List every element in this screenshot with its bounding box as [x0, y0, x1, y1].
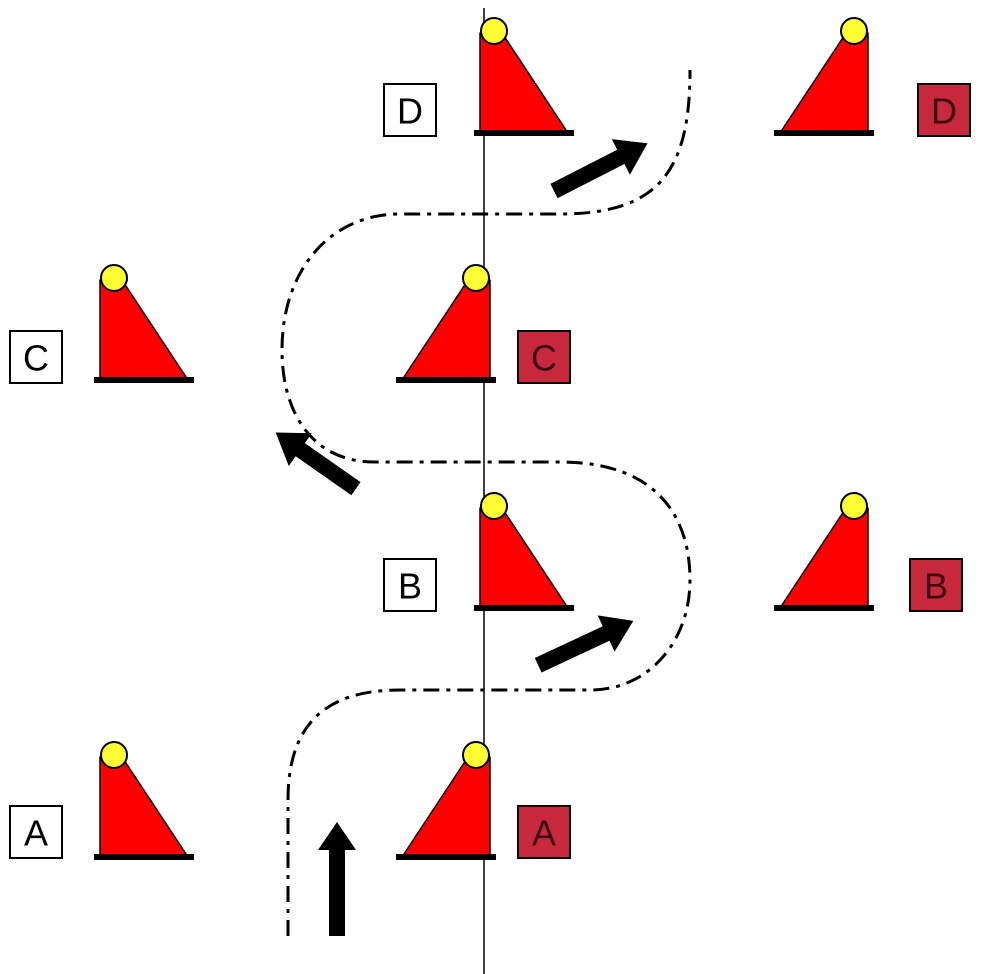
gate-label-box: [517, 805, 571, 859]
cone-base: [774, 605, 874, 611]
cone-c-left: [94, 264, 194, 383]
cone-body: [779, 32, 869, 134]
cone-b-right: [774, 492, 874, 611]
cone-body: [401, 756, 491, 858]
cone-b-left: [474, 492, 574, 611]
gate-label-text: A: [532, 813, 556, 854]
cone-body: [779, 507, 869, 609]
gate-label-text: B: [398, 566, 422, 607]
gate-label-b-left: B: [383, 558, 437, 612]
gate-label-text: D: [397, 91, 423, 132]
gate-label-d-right: D: [917, 83, 971, 137]
cone-light-icon: [480, 17, 508, 45]
arrow-up: [318, 822, 356, 936]
cone-light-icon: [840, 17, 868, 45]
gate-label-text: D: [931, 91, 957, 132]
cone-d-left: [474, 17, 574, 136]
cone-base: [774, 130, 874, 136]
gate-label-c-right: C: [517, 330, 571, 384]
cone-c-right: [396, 264, 496, 383]
gate-label-a-left: A: [9, 805, 63, 859]
cone-body: [99, 279, 189, 381]
cone-light-icon: [100, 741, 128, 769]
gate-label-text: A: [24, 813, 48, 854]
cone-base: [94, 854, 194, 860]
cone-body: [479, 507, 569, 609]
gate-label-d-left: D: [383, 83, 437, 137]
gate-label-box: [383, 558, 437, 612]
gate-label-text: B: [924, 566, 948, 607]
gate-label-box: [517, 330, 571, 384]
cone-base: [396, 377, 496, 383]
cone-light-icon: [462, 264, 490, 292]
cone-body: [99, 756, 189, 858]
arrow-up-left: [275, 432, 361, 496]
gate-label-box: [383, 83, 437, 137]
cone-light-icon: [480, 492, 508, 520]
gate-label-text: C: [23, 338, 49, 379]
slalom-path: [280, 69, 692, 936]
gate-label-box: [909, 558, 963, 612]
gate-label-a-right: A: [517, 805, 571, 859]
arrow-right-upper: [550, 139, 648, 199]
arrow-right-lower: [534, 615, 634, 673]
cone-light-icon: [100, 264, 128, 292]
cone-body: [479, 32, 569, 134]
gate-label-b-right: B: [909, 558, 963, 612]
cone-a-left: [94, 741, 194, 860]
cone-light-icon: [462, 741, 490, 769]
cone-base: [396, 854, 496, 860]
gate-label-box: [9, 805, 63, 859]
cone-base: [94, 377, 194, 383]
cone-light-icon: [840, 492, 868, 520]
cone-base: [474, 605, 574, 611]
cone-body: [401, 279, 491, 381]
cone-a-right: [396, 741, 496, 860]
gate-label-box: [917, 83, 971, 137]
gate-label-text: C: [531, 338, 557, 379]
cone-base: [474, 130, 574, 136]
cone-d-right: [774, 17, 874, 136]
gate-label-box: [9, 330, 63, 384]
gate-label-c-left: C: [9, 330, 63, 384]
